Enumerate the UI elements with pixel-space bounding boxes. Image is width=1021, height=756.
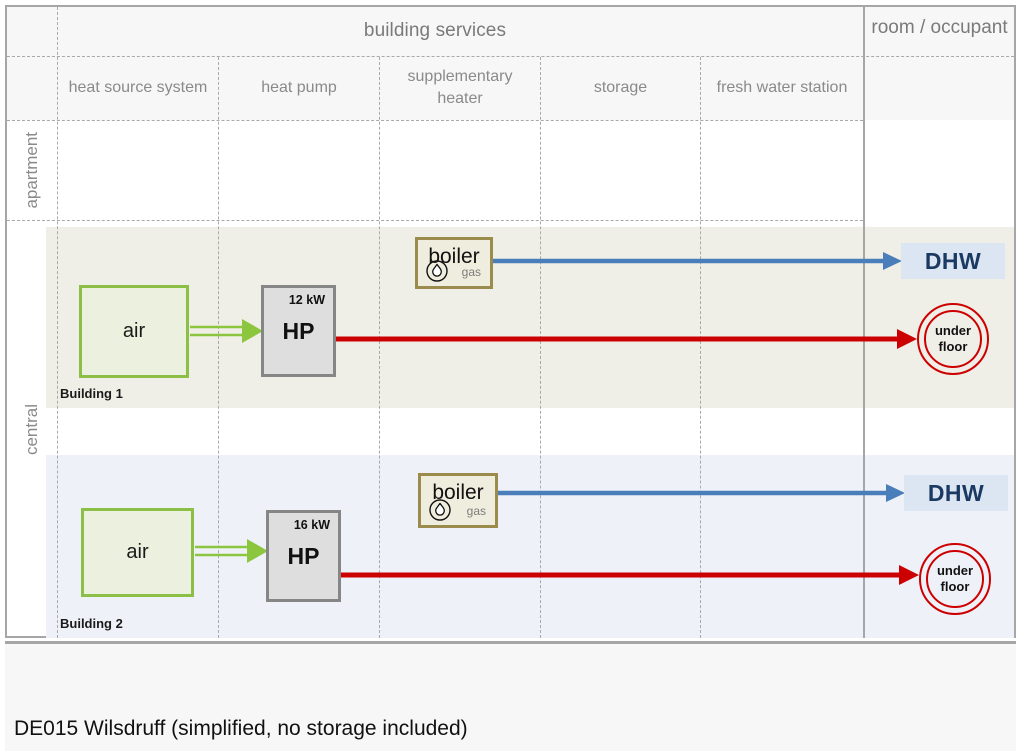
connector-hp-to-underfloor-1 — [336, 327, 919, 351]
building-band-1: Building 1 — [46, 227, 1014, 408]
row-label-central: central — [22, 403, 41, 456]
grid-hline-header — [7, 56, 1014, 57]
header-room-occupant: room / occupant — [871, 17, 1008, 38]
grid-vline-1 — [218, 57, 219, 638]
grid-hline-subheader — [7, 120, 863, 121]
dhw-badge-1[interactable]: DHW — [901, 243, 1005, 279]
heat-pump-label-2: HP — [287, 542, 320, 569]
dhw-badge-2[interactable]: DHW — [904, 475, 1008, 511]
underfloor-label-1: under floor — [924, 310, 982, 368]
boiler-fuel-2: gas — [466, 504, 486, 518]
grid-vline-2 — [379, 57, 380, 638]
grid-vline-room-occupant — [863, 7, 865, 638]
source-node-air-2[interactable]: air — [81, 508, 194, 597]
caption-strip: DE015 Wilsdruff (simplified, no storage … — [5, 641, 1016, 751]
boiler-fuel-1: gas — [461, 265, 481, 279]
diagram-caption: DE015 Wilsdruff (simplified, no storage … — [14, 717, 468, 740]
heat-pump-node-2[interactable]: 16 kW HP — [266, 510, 341, 602]
source-node-air-1[interactable]: air — [79, 285, 189, 378]
boiler-node-1[interactable]: boiler gas — [415, 237, 493, 289]
header-col-heat-pump: heat pump — [261, 78, 337, 96]
boiler-label-2: boiler — [432, 481, 484, 504]
header-col-fresh-water-station: fresh water station — [716, 78, 848, 96]
row-label-apartment: apartment — [22, 132, 41, 209]
underfloor-node-2[interactable]: under floor — [919, 543, 991, 615]
flame-icon — [426, 260, 448, 282]
building-tag-2: Building 2 — [60, 616, 123, 631]
grid-vline-4 — [700, 57, 701, 638]
connector-boiler-to-dhw-1 — [493, 249, 905, 273]
header-col-storage: storage — [593, 78, 648, 96]
connector-hp-to-underfloor-2 — [341, 563, 921, 587]
boiler-node-2[interactable]: boiler gas — [418, 473, 498, 528]
grid-vline-3 — [540, 57, 541, 638]
header-col-heat-source-system: heat source system — [68, 78, 208, 96]
header-col-supplementary-heater: supplementary heater — [407, 67, 513, 107]
header-background — [7, 7, 1014, 120]
building-tag-1: Building 1 — [60, 386, 123, 401]
underfloor-label-2: under floor — [926, 550, 984, 608]
connector-source-to-hp-1 — [190, 313, 268, 349]
underfloor-node-1[interactable]: under floor — [917, 303, 989, 375]
connector-boiler-to-dhw-2 — [498, 481, 908, 505]
grid-hline-apartment-central — [7, 220, 863, 221]
connector-source-to-hp-2 — [195, 533, 273, 569]
header-group-building-services: building services — [363, 20, 507, 41]
flame-icon — [429, 499, 451, 521]
grid-vline-rowlabel — [57, 7, 58, 638]
heat-pump-capacity-1: 12 kW — [288, 293, 325, 307]
heat-pump-node-1[interactable]: 12 kW HP — [261, 285, 336, 377]
heat-pump-label-1: HP — [282, 317, 315, 344]
heat-pump-capacity-2: 16 kW — [293, 518, 330, 532]
